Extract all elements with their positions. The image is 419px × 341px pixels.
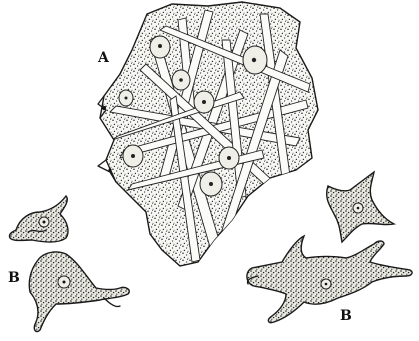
label-b-right: B bbox=[340, 308, 352, 324]
isolated-cell-upper-left bbox=[9, 196, 68, 242]
tissue-section-a bbox=[98, 2, 318, 266]
isolated-cell-upper-right bbox=[327, 172, 394, 242]
label-b-left: B bbox=[8, 270, 20, 286]
isolated-cell-lower-left bbox=[29, 252, 129, 332]
isolated-cell-lower-right bbox=[247, 236, 412, 323]
label-a: A bbox=[97, 50, 110, 66]
